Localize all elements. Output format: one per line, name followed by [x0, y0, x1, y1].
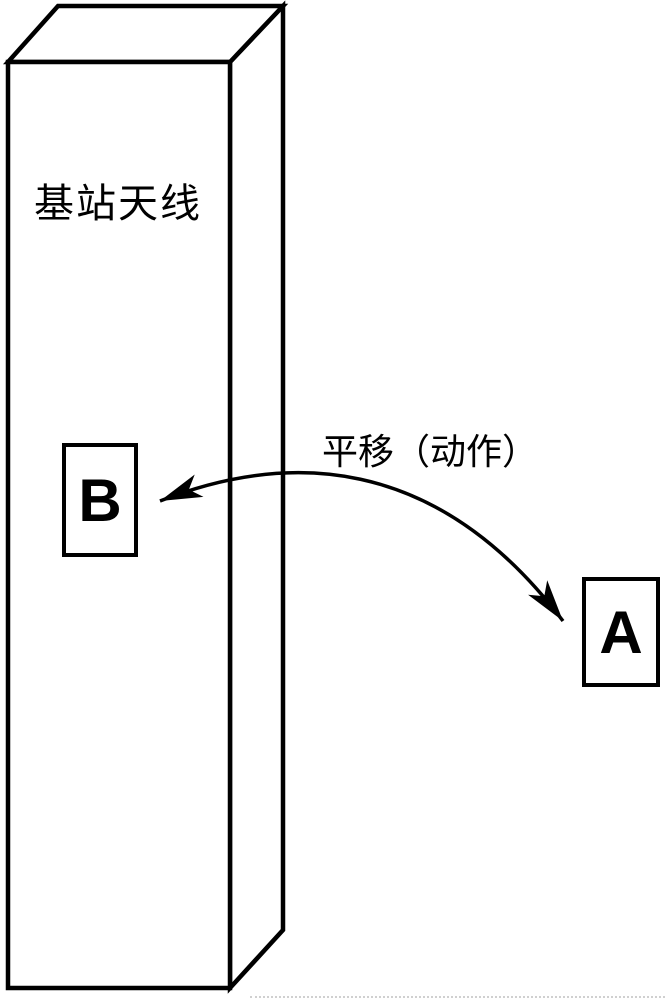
base-station-antenna-tower	[2, 0, 289, 994]
position-box-b-label: B	[78, 466, 122, 534]
scan-artifact-line	[250, 996, 665, 998]
tower-side-face	[227, 0, 286, 994]
position-box-b: B	[62, 443, 138, 557]
translation-arrow	[159, 470, 565, 623]
tower-label: 基站天线	[34, 181, 202, 226]
position-box-a-label: A	[599, 598, 643, 666]
position-box-a: A	[582, 577, 660, 687]
arrow-label: 平移（动作）	[322, 432, 539, 472]
